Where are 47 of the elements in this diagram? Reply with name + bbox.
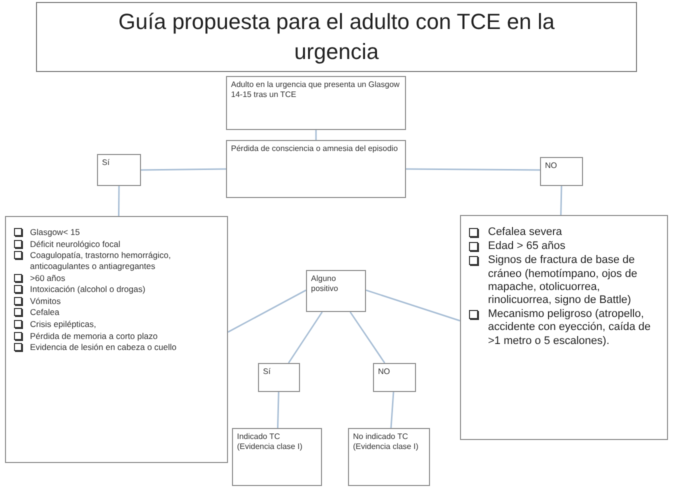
box-text: Sí [263, 367, 272, 377]
box-text: Adulto en la urgencia que presenta un Glasgow 14-15 tras un TCE [231, 80, 401, 100]
connector-line [315, 130, 317, 140]
connector-line [118, 186, 120, 216]
list-item-text: Glasgow< 15 [30, 227, 80, 238]
connector-line [366, 289, 460, 322]
box-text: Pérdida de consciencia o amnesia del episodio [231, 144, 399, 154]
process-box [226, 140, 406, 198]
list-item-text: Mecanismo peligroso (atropello, accidente con eyección, caída de >1 metro o 5 escalones). [488, 308, 652, 348]
process-box [373, 363, 416, 392]
process-box [348, 428, 430, 486]
process-box [232, 428, 322, 486]
box-text: NO [378, 367, 391, 377]
list-item-text: Evidencia de lesión en cabeza o cuello [30, 342, 176, 353]
list-item-text: Edad > 65 años [488, 240, 566, 254]
list-item-text: Vómitos [30, 296, 61, 306]
connector-line [560, 186, 562, 216]
list-item-text: Coagulopatía, trastorno hemorrágico, anticoagulantes o antiagregantes [30, 250, 172, 272]
connector-line [140, 168, 226, 171]
process-box [540, 157, 583, 186]
process-box [226, 76, 406, 130]
process-box [258, 363, 300, 392]
list-item-text: Déficit neurológico focal [30, 238, 120, 250]
list-item-text: Cefalea severa [488, 226, 562, 240]
box-text: No indicado TC (Evidencia clase I) [353, 432, 420, 452]
connector-line [288, 312, 323, 364]
box-text: NO [545, 161, 558, 171]
list-item-text: >60 años [30, 272, 66, 284]
connector-line [228, 290, 306, 333]
title-box [36, 2, 637, 72]
process-box [306, 270, 366, 312]
list-item-text: Cefalea [30, 307, 60, 318]
box-text: Indicado TC (Evidencia clase I) [237, 432, 304, 452]
list-item-text: Pérdida de memoria a corto plazo [30, 330, 158, 342]
criteria-list-box [5, 216, 228, 463]
title-text: Guía propuesta para el adulto con TCE en la urgencia [117, 8, 556, 66]
connector-line [350, 312, 386, 364]
list-item-text: Intoxicación (alcohol o drogas) [30, 284, 146, 295]
list-item-text: Crisis epilépticas, [30, 319, 96, 330]
connector-line [390, 392, 394, 428]
process-box [97, 154, 141, 186]
box-text: Sí [102, 158, 111, 168]
box-text: Alguno positivo [311, 274, 340, 294]
connector-line [406, 168, 540, 171]
criteria-list-box [460, 215, 668, 440]
connector-line [276, 392, 280, 428]
list-item-text: Signos de fractura de base de cráneo (hemotímpano, ojos de mapache, otolicuorrea, rinolicuorrea, signo de Battle) [488, 254, 638, 308]
